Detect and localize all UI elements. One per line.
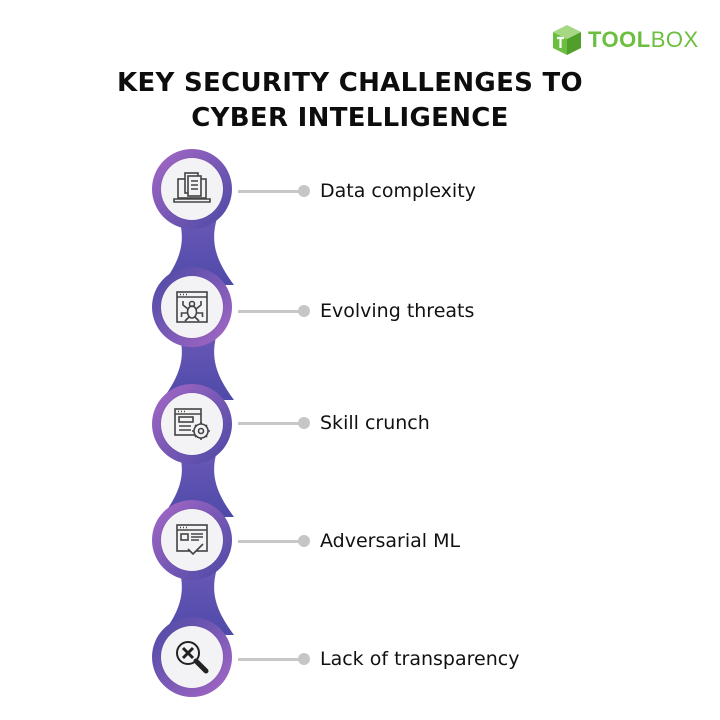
toolbox-logo: TOOLBOX — [552, 24, 699, 56]
connector-dot — [298, 653, 310, 665]
list-item: Evolving threats — [238, 300, 474, 322]
connector-dot — [298, 185, 310, 197]
item-label: Skill crunch — [320, 412, 430, 434]
connector-dot — [298, 417, 310, 429]
browser-gear-icon — [174, 408, 210, 440]
connector-line — [238, 539, 300, 543]
logo-text: TOOLBOX — [588, 27, 699, 52]
title-line-1: KEY SECURITY CHALLENGES TO — [117, 68, 583, 98]
connector-line — [238, 421, 300, 425]
node-data-complexity — [161, 158, 223, 220]
title-line-2: CYBER INTELLIGENCE — [191, 103, 509, 133]
list-item: Skill crunch — [238, 412, 430, 434]
connector-dot — [298, 535, 310, 547]
magnifier-x-icon — [176, 641, 209, 674]
connector-line — [238, 657, 300, 661]
node-lack-of-transparency — [161, 626, 223, 688]
list-item: Lack of transparency — [238, 648, 519, 670]
node-skill-crunch — [161, 393, 223, 455]
browser-check-icon — [176, 524, 208, 556]
node-adversarial-ml — [161, 509, 223, 571]
laptop-documents-icon — [173, 172, 211, 203]
browser-bug-icon — [176, 291, 208, 323]
item-label: Adversarial ML — [320, 530, 461, 552]
list-item: Adversarial ML — [238, 530, 460, 552]
page-title: KEY SECURITY CHALLENGES TO CYBER INTELLI… — [0, 66, 700, 136]
cube-logo-icon — [553, 25, 581, 55]
connector-line — [238, 309, 300, 313]
connector-dot — [298, 305, 310, 317]
node-evolving-threats — [161, 276, 223, 338]
item-label: Lack of transparency — [320, 648, 520, 670]
item-label: Data complexity — [320, 180, 476, 202]
item-label: Evolving threats — [320, 300, 475, 322]
connector-line — [238, 189, 300, 193]
list-item: Data complexity — [238, 180, 476, 202]
